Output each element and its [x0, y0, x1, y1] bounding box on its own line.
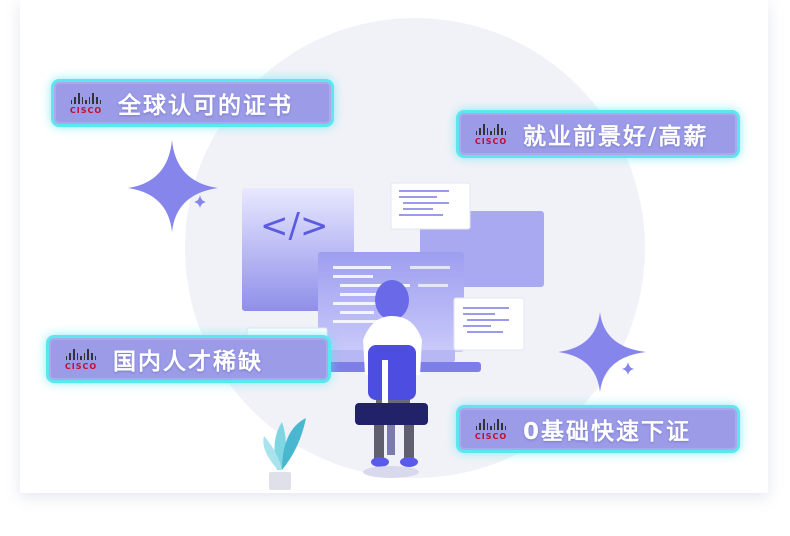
badge-career-prospects: CISCO 就业前景好/高薪 [456, 110, 740, 158]
code-symbol: </> [260, 206, 328, 246]
content-card: </> [20, 0, 768, 493]
badge-label: 就业前景好/高薪 [523, 124, 709, 150]
badge-label: 0基础快速下证 [523, 419, 692, 445]
document-card-right [453, 297, 525, 351]
badge-talent-shortage: CISCO 国内人才稀缺 [46, 335, 331, 383]
sparkle-icon [622, 362, 634, 375]
chair [355, 345, 428, 478]
sparkle-icon [558, 312, 646, 392]
badge-label: 全球认可的证书 [118, 93, 293, 119]
badge-fast-certification: CISCO 0基础快速下证 [456, 405, 740, 453]
sparkle-icon [194, 195, 206, 208]
badge-global-certificate: CISCO 全球认可的证书 [51, 79, 334, 127]
cisco-logo-icon: CISCO [64, 88, 108, 118]
badge-label: 国内人才稀缺 [113, 349, 263, 375]
sparkle-icon [128, 140, 218, 232]
document-card-top [390, 182, 471, 230]
developer-illustration: </> [128, 140, 646, 490]
cisco-logo-icon: CISCO [59, 344, 103, 374]
plant-icon [263, 418, 306, 490]
cisco-logo-icon: CISCO [469, 119, 513, 149]
cisco-logo-icon: CISCO [469, 414, 513, 444]
